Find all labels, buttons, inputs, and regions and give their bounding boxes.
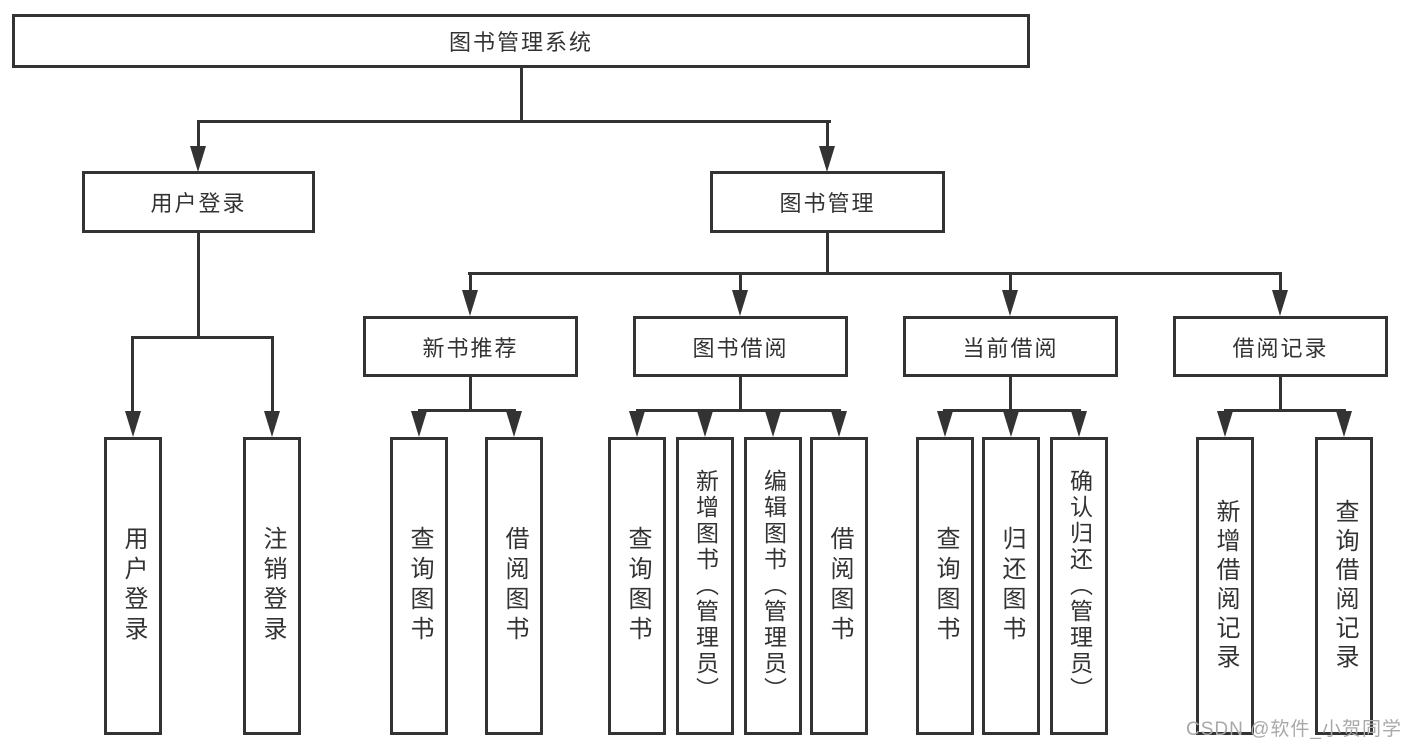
watermark: CSDN @软件_小贺同学 (1186, 719, 1402, 740)
connector-borrow-records-split (1224, 409, 1346, 412)
connector-drop (739, 272, 742, 292)
connector-root-stem (520, 68, 523, 120)
leaf-label: 确认归还（管理员） (1066, 469, 1093, 703)
leaf-label: 新增图书（管理员） (692, 469, 719, 703)
arrow-down-icon (765, 411, 781, 437)
connector-drop (826, 120, 829, 148)
arrow-down-icon (411, 411, 427, 437)
leaf-logout-login: 注销登录 (243, 437, 301, 735)
leaf-query-borrow-record: 查询借阅记录 (1315, 437, 1373, 735)
arrow-down-icon (1272, 290, 1288, 316)
arrow-down-icon (190, 146, 206, 172)
connector-book-mgmt-split (468, 272, 1282, 275)
leaf-label: 借阅图书 (501, 526, 528, 646)
node-borrowing-records: 借阅记录 (1173, 316, 1388, 377)
leaf-confirm-return-admin: 确认归还（管理员） (1050, 437, 1108, 735)
leaf-label: 查询图书 (624, 526, 651, 646)
leaf-label: 新增借阅记录 (1212, 499, 1239, 673)
connector-current-borrow-stem (1009, 377, 1012, 409)
leaf-label: 查询借阅记录 (1331, 499, 1358, 673)
leaf-query-books-recommend: 查询图书 (390, 437, 448, 735)
node-label: 图书管理系统 (448, 30, 593, 55)
leaf-add-book-admin: 新增图书（管理员） (676, 437, 734, 735)
node-label: 图书管理 (779, 191, 876, 216)
connector-drop (271, 336, 274, 413)
leaf-label: 查询图书 (406, 526, 433, 646)
node-new-book-recommendation: 新书推荐 (363, 316, 578, 377)
connector-user-login-stem (197, 233, 200, 336)
connector-root-split (197, 120, 831, 123)
arrow-down-icon (1336, 411, 1352, 437)
arrow-down-icon (732, 290, 748, 316)
connector-borrow-records-stem (1279, 377, 1282, 409)
arrow-down-icon (462, 290, 478, 316)
leaf-borrow-books-borrow: 借阅图书 (810, 437, 868, 735)
leaf-label: 编辑图书（管理员） (760, 469, 787, 703)
leaf-add-borrow-record: 新增借阅记录 (1196, 437, 1254, 735)
node-user-login: 用户登录 (82, 171, 315, 233)
arrow-down-icon (1003, 411, 1019, 437)
node-label: 当前借阅 (962, 335, 1059, 361)
connector-drop (469, 272, 472, 292)
node-label: 图书借阅 (692, 335, 789, 361)
arrow-down-icon (264, 411, 280, 437)
connector-book-mgmt-stem (826, 233, 829, 272)
connector-drop (197, 120, 200, 148)
connector-drop (1009, 272, 1012, 292)
arrow-down-icon (1002, 290, 1018, 316)
arrow-down-icon (819, 146, 835, 172)
arrow-down-icon (629, 411, 645, 437)
leaf-label: 注销登录 (259, 526, 286, 646)
leaf-label: 归还图书 (998, 526, 1025, 646)
leaf-query-books-current: 查询图书 (916, 437, 974, 735)
arrow-down-icon (1217, 411, 1233, 437)
leaf-user-login: 用户登录 (104, 437, 162, 735)
leaf-borrow-books-recommend: 借阅图书 (485, 437, 543, 735)
connector-drop (1279, 272, 1282, 292)
arrow-down-icon (125, 411, 141, 437)
node-current-borrowing: 当前借阅 (903, 316, 1118, 377)
leaf-label: 借阅图书 (826, 526, 853, 646)
node-book-borrowing: 图书借阅 (633, 316, 848, 377)
connector-current-borrow-split (943, 409, 1081, 412)
arrow-down-icon (937, 411, 953, 437)
connector-drop (131, 336, 134, 413)
connector-new-book-split (418, 409, 516, 412)
leaf-edit-book-admin: 编辑图书（管理员） (744, 437, 802, 735)
leaf-query-books-borrow: 查询图书 (608, 437, 666, 735)
leaf-label: 用户登录 (120, 526, 147, 646)
connector-book-borrow-split (636, 409, 841, 412)
connector-book-borrow-stem (739, 377, 742, 409)
leaf-return-books: 归还图书 (982, 437, 1040, 735)
node-label: 新书推荐 (422, 335, 519, 361)
node-label: 用户登录 (150, 191, 247, 216)
arrow-down-icon (1071, 411, 1087, 437)
leaf-label: 查询图书 (932, 526, 959, 646)
arrow-down-icon (697, 411, 713, 437)
arrow-down-icon (831, 411, 847, 437)
connector-new-book-stem (469, 377, 472, 409)
node-book-management: 图书管理 (710, 171, 945, 233)
node-label: 借阅记录 (1232, 335, 1329, 361)
node-library-management-system: 图书管理系统 (12, 14, 1030, 68)
arrow-down-icon (506, 411, 522, 437)
connector-user-login-split (131, 336, 274, 339)
